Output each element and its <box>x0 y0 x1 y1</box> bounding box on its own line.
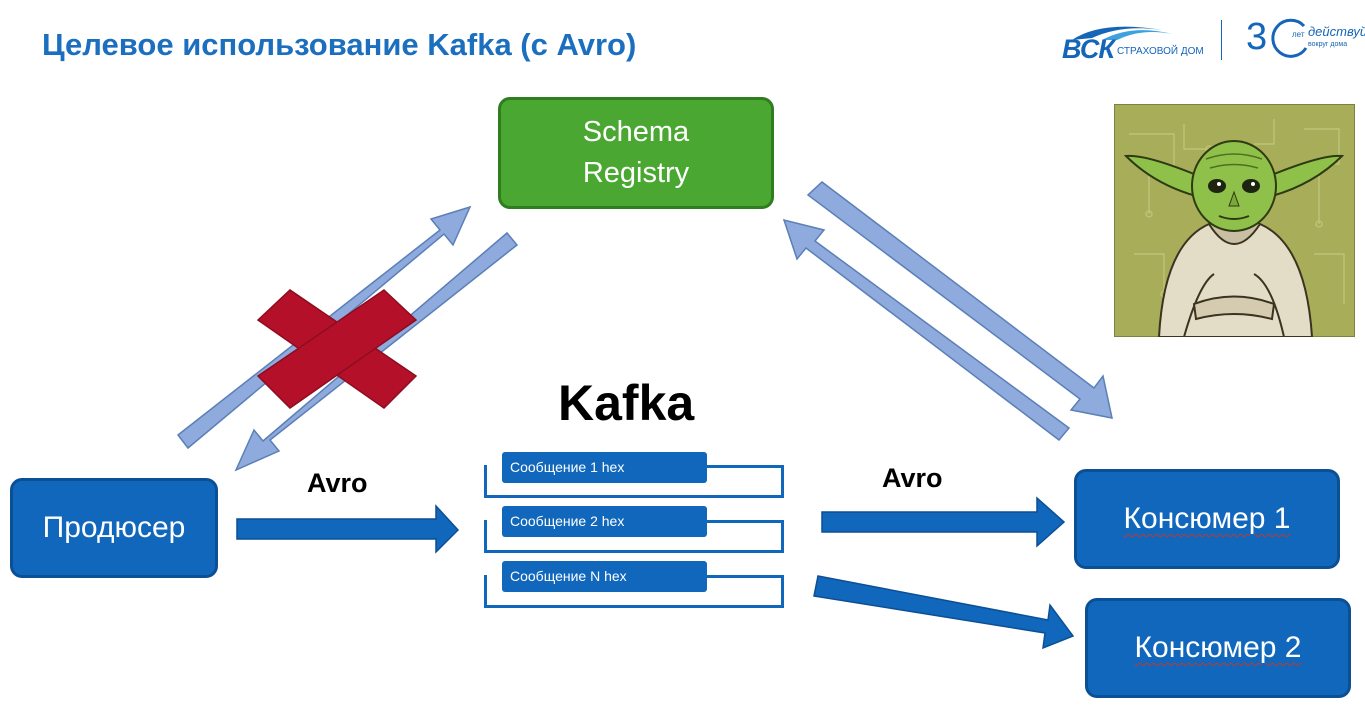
logo-swoosh-icon <box>1072 26 1172 40</box>
topic-partition-2 <box>484 520 784 553</box>
consumer2-box: Консюмер 2 <box>1085 598 1351 698</box>
slide-title: Целевое использование Kafka (с Avro) <box>42 27 637 62</box>
schema-registry-line1: Schema <box>582 116 690 148</box>
logo-divider <box>1221 20 1222 60</box>
topic-partition-n <box>484 575 784 608</box>
logo-years-number: 3 <box>1246 16 1268 58</box>
logo-years-word: лет <box>1292 30 1305 39</box>
logo-slogan: действуй <box>1308 24 1365 39</box>
arrow-consumer-to-registry <box>782 218 1071 442</box>
producer-label: Продюсер <box>42 511 186 544</box>
consumer1-label: Консюмер 1 <box>1123 502 1291 535</box>
consumer2-label: Консюмер 2 <box>1134 631 1302 664</box>
vsk-logo: ВСК СТРАХОВОЙ ДОМ <box>1062 24 1204 64</box>
arrow-producer-to-kafka <box>236 504 460 554</box>
producer-box: Продюсер <box>10 478 218 578</box>
kafka-label: Kafka <box>558 375 695 431</box>
logo-subtitle: СТРАХОВОЙ ДОМ <box>1117 46 1204 57</box>
consumer1-box: Консюмер 1 <box>1074 469 1340 569</box>
message-1: Сообщение 1 hex <box>502 452 707 483</box>
message-n: Сообщение N hex <box>502 561 707 592</box>
topic-partition-1 <box>484 465 784 498</box>
schema-registry-box: Schema Registry <box>498 97 774 209</box>
avro-label-consumer: Avro <box>882 463 943 493</box>
logo-brand: ВСК <box>1062 34 1115 64</box>
cross-mark-icon <box>256 289 418 409</box>
yoda-illustration <box>1114 104 1355 337</box>
anniversary-logo: 3 лет действуй вокруг дома <box>1246 14 1365 64</box>
message-2: Сообщение 2 hex <box>502 506 707 537</box>
avro-label-producer: Avro <box>307 468 368 498</box>
arrow-kafka-to-consumer2 <box>813 575 1075 650</box>
schema-registry-line2: Registry <box>582 157 690 189</box>
arrow-registry-to-consumer <box>806 181 1113 419</box>
logo-slogan-sub: вокруг дома <box>1308 41 1348 48</box>
arrow-kafka-to-consumer1 <box>821 496 1066 548</box>
logo-zero-ring-icon <box>1271 18 1308 58</box>
